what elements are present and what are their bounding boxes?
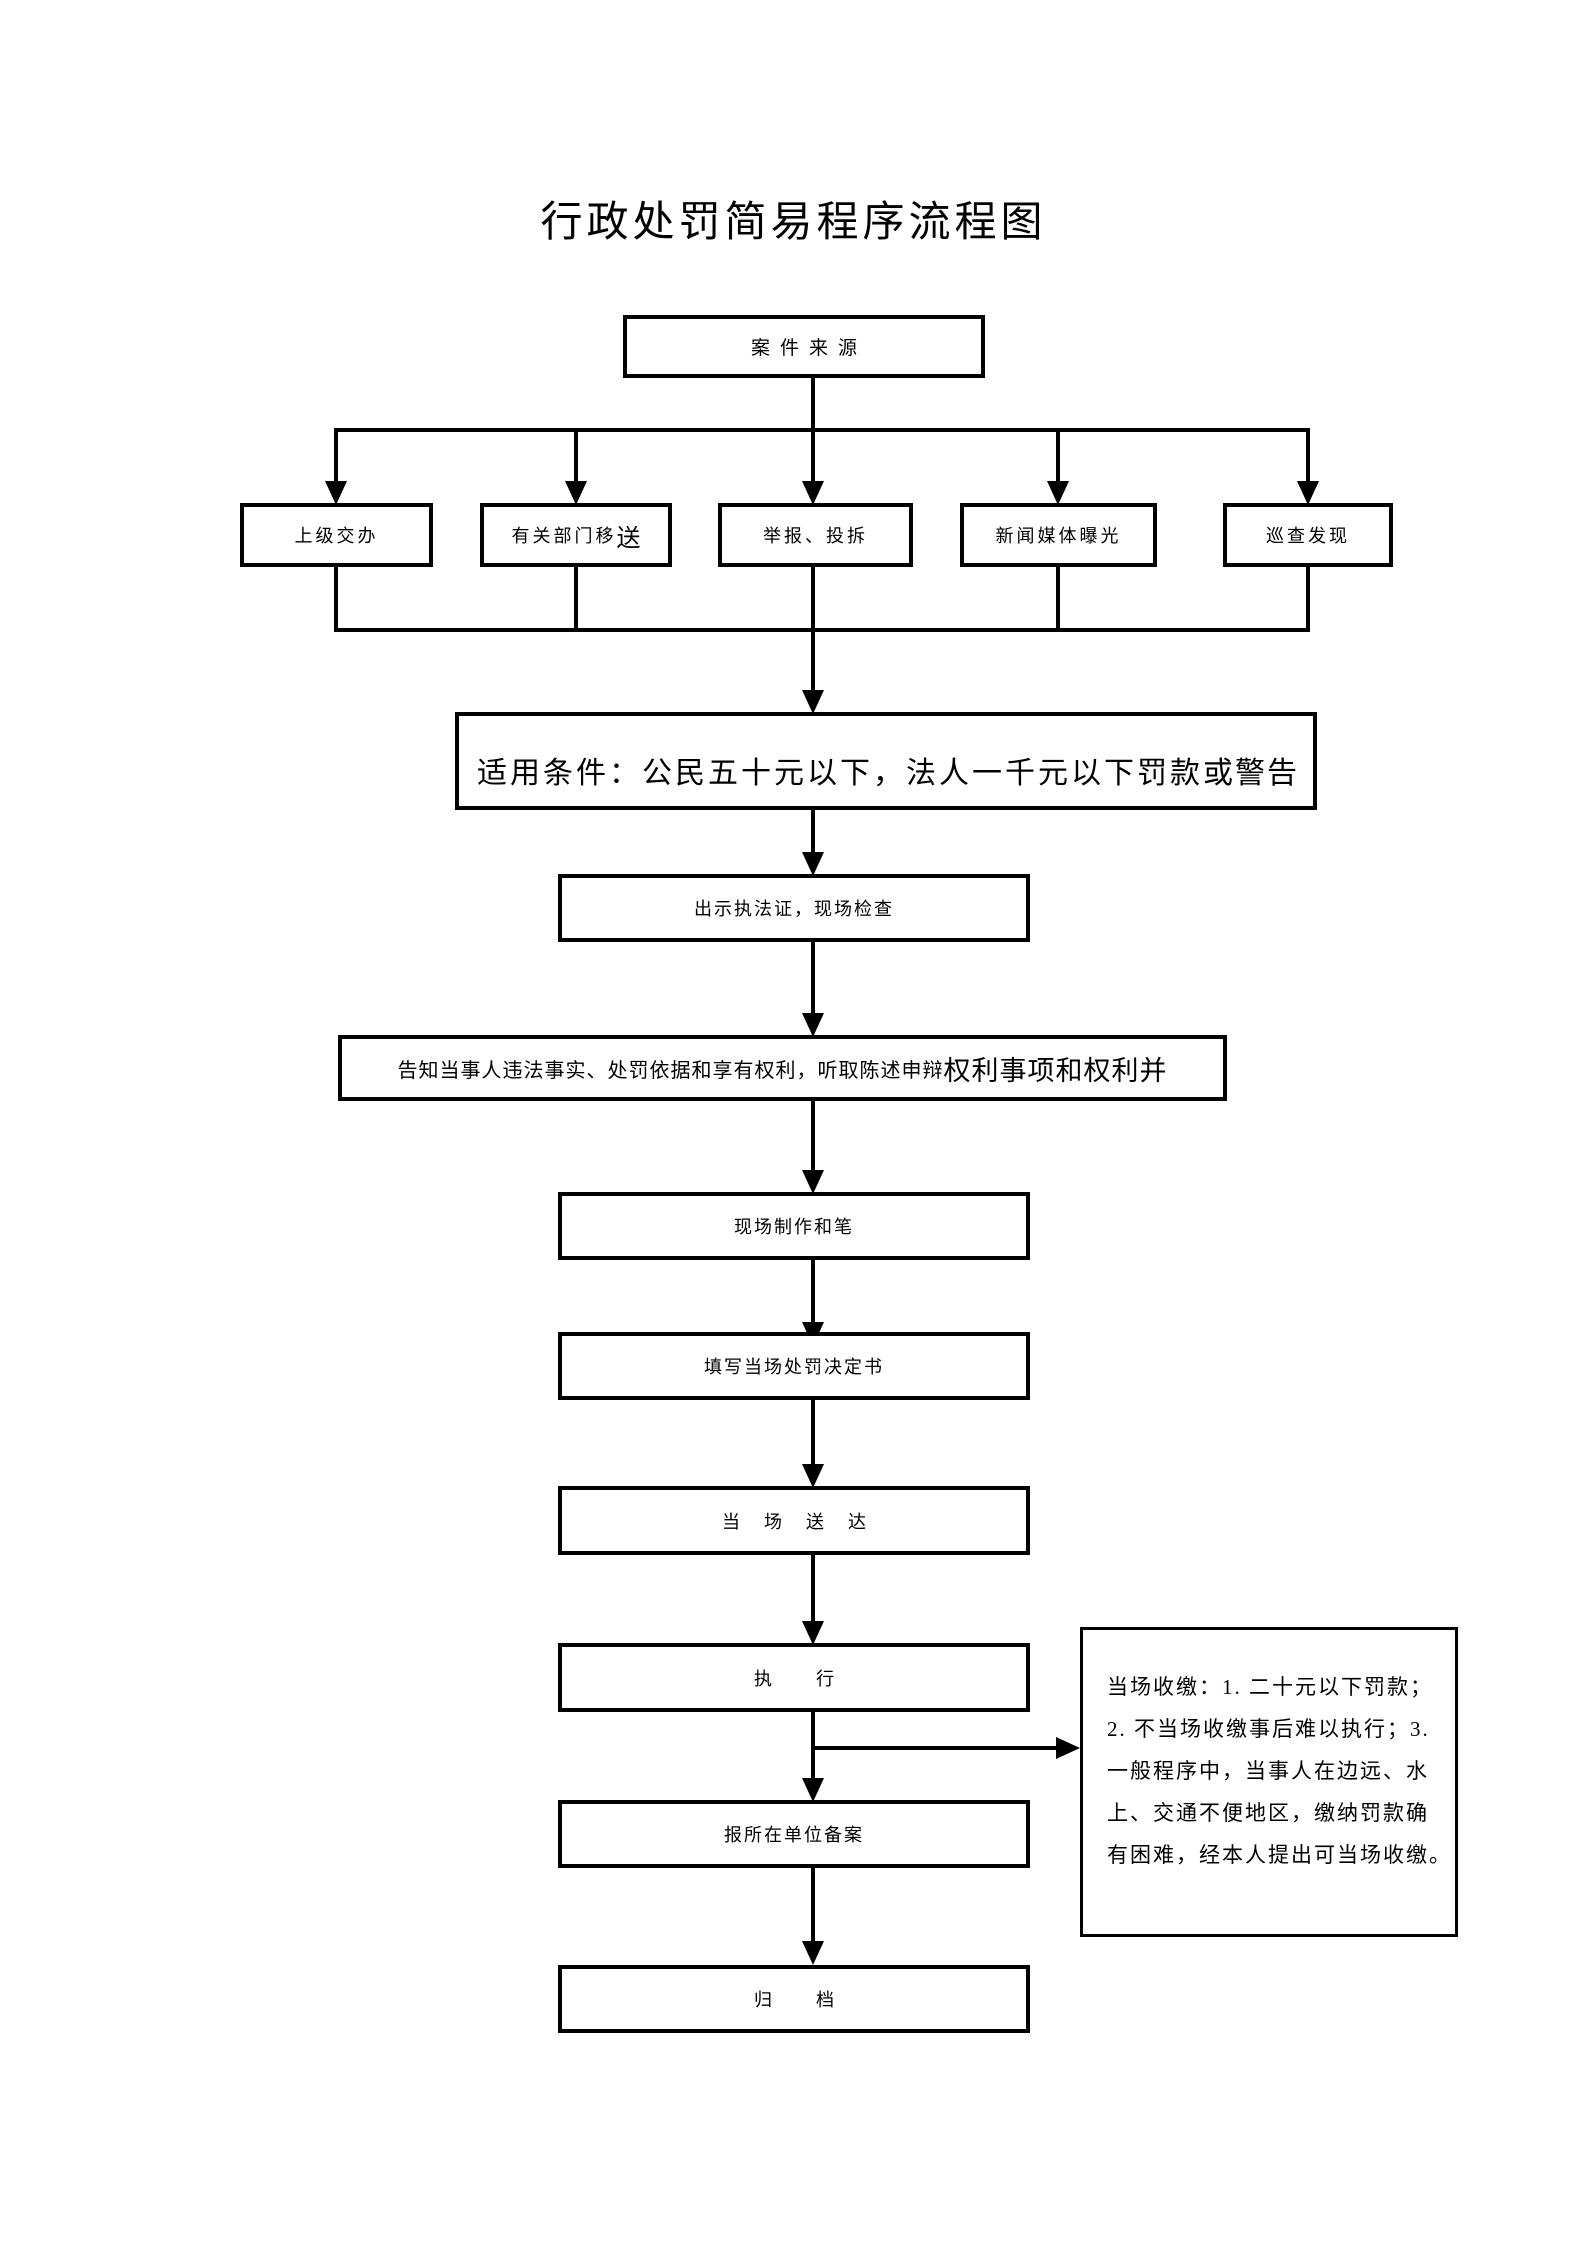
node-department-transfer: 有关部门移送 <box>480 503 672 567</box>
flow-line <box>334 565 338 632</box>
arrow-down-icon <box>802 1464 824 1488</box>
node-superior-assignment: 上级交办 <box>240 503 433 567</box>
node-label: 巡查发现 <box>1266 526 1350 546</box>
arrow-down-icon <box>802 1778 824 1802</box>
flow-line <box>334 428 338 483</box>
node-show-credentials: 出示执法证，现场检查 <box>558 874 1030 942</box>
note-line: 上、交通不便地区，缴纳罚款确 <box>1107 1801 1429 1825</box>
node-label: 上级交办 <box>294 526 379 546</box>
arrow-down-icon <box>802 1170 824 1194</box>
flow-line <box>811 1098 815 1172</box>
node-label: 适用条件：公民五十元以下，法人一千元以下罚款 <box>477 757 1203 790</box>
node-patrol-discovery: 巡查发现 <box>1223 503 1393 567</box>
flow-line <box>574 428 578 483</box>
arrow-down-icon <box>802 852 824 876</box>
node-label: 告知当事人违法事实、处罚依据和享有权利，听取陈述申辩 <box>397 1059 944 1082</box>
node-media-exposure: 新闻媒体曝光 <box>960 503 1157 567</box>
node-report-to-unit: 报所在单位备案 <box>558 1800 1030 1868</box>
flow-line <box>811 376 815 432</box>
node-label: 新闻媒体曝光 <box>995 526 1122 546</box>
page-title: 行政处罚简易程序流程图 <box>540 198 1047 245</box>
arrow-down-icon <box>802 481 824 505</box>
flow-line <box>811 1553 815 1623</box>
node-report-complaint: 举报、投拆 <box>718 503 913 567</box>
flow-line <box>1306 565 1310 632</box>
arrow-down-icon <box>565 481 587 505</box>
flow-line <box>1056 565 1060 632</box>
note-line: 有困难，经本人提出可当场收缴。 <box>1107 1843 1452 1867</box>
node-label-alt: 或警告 <box>1203 757 1299 790</box>
node-label: 当场送达 <box>722 1511 890 1532</box>
node-label: 填写当场处罚决定书 <box>704 1357 884 1377</box>
flow-line <box>1056 428 1060 483</box>
flow-line <box>811 1710 815 1780</box>
flow-line <box>811 628 815 692</box>
node-deliver-onsite: 当场送达 <box>558 1486 1030 1555</box>
node-label: 归档 <box>754 1990 878 2010</box>
note-line: 一般程序中，当事人在边远、水 <box>1107 1759 1429 1783</box>
flow-line <box>1306 428 1310 483</box>
node-label: 现场制作和笔 <box>734 1217 854 1237</box>
flow-line <box>811 428 815 483</box>
note-line: 2. 不当场收缴事后难以执行；3. <box>1107 1717 1430 1741</box>
arrow-down-icon <box>802 1621 824 1645</box>
flow-line <box>811 1398 815 1466</box>
node-label: 有关部门移 <box>511 526 617 546</box>
node-label: 报所在单位备案 <box>724 1825 864 1845</box>
node-label-alt: 权利事项和权利并 <box>943 1055 1168 1086</box>
node-inform-party: 告知当事人违法事实、处罚依据和享有权利，听取陈述申辩权利事项和权利并 <box>338 1035 1227 1101</box>
arrow-down-icon <box>1297 481 1319 505</box>
flow-line <box>811 1866 815 1943</box>
flow-line <box>811 938 815 1015</box>
flow-line <box>574 565 578 632</box>
node-onsite-collection-note: 当场收缴：1. 二十元以下罚款； 2. 不当场收缴事后难以执行；3. 一般程序中… <box>1080 1627 1458 1937</box>
node-label: 出示执法证，现场检查 <box>694 899 894 919</box>
arrow-right-icon <box>1056 1737 1080 1759</box>
arrow-down-icon <box>325 481 347 505</box>
arrow-down-icon <box>1047 481 1069 505</box>
node-label: 举报、投拆 <box>763 526 868 546</box>
flow-line <box>334 428 1310 432</box>
note-line: 当场收缴：1. 二十元以下罚款； <box>1107 1675 1433 1699</box>
arrow-down-icon <box>802 1013 824 1037</box>
flow-line <box>811 808 815 854</box>
node-archive: 归档 <box>558 1965 1030 2033</box>
node-label-alt: 送 <box>616 524 641 552</box>
arrow-down-icon <box>802 690 824 714</box>
node-fill-decision: 填写当场处罚决定书 <box>558 1332 1030 1400</box>
flow-line <box>813 1746 1056 1750</box>
node-label: 执行 <box>754 1668 878 1689</box>
node-execute: 执行 <box>558 1643 1030 1712</box>
node-applicable-condition: 适用条件：公民五十元以下，法人一千元以下罚款或警告 <box>455 712 1317 810</box>
flow-line <box>811 1258 815 1324</box>
node-label: 案件来源 <box>750 338 867 359</box>
flow-line <box>334 628 1310 632</box>
arrow-down-icon <box>802 1941 824 1965</box>
node-onsite-record: 现场制作和笔 <box>558 1192 1030 1260</box>
flow-line <box>811 565 815 632</box>
node-case-source: 案件来源 <box>623 315 985 378</box>
